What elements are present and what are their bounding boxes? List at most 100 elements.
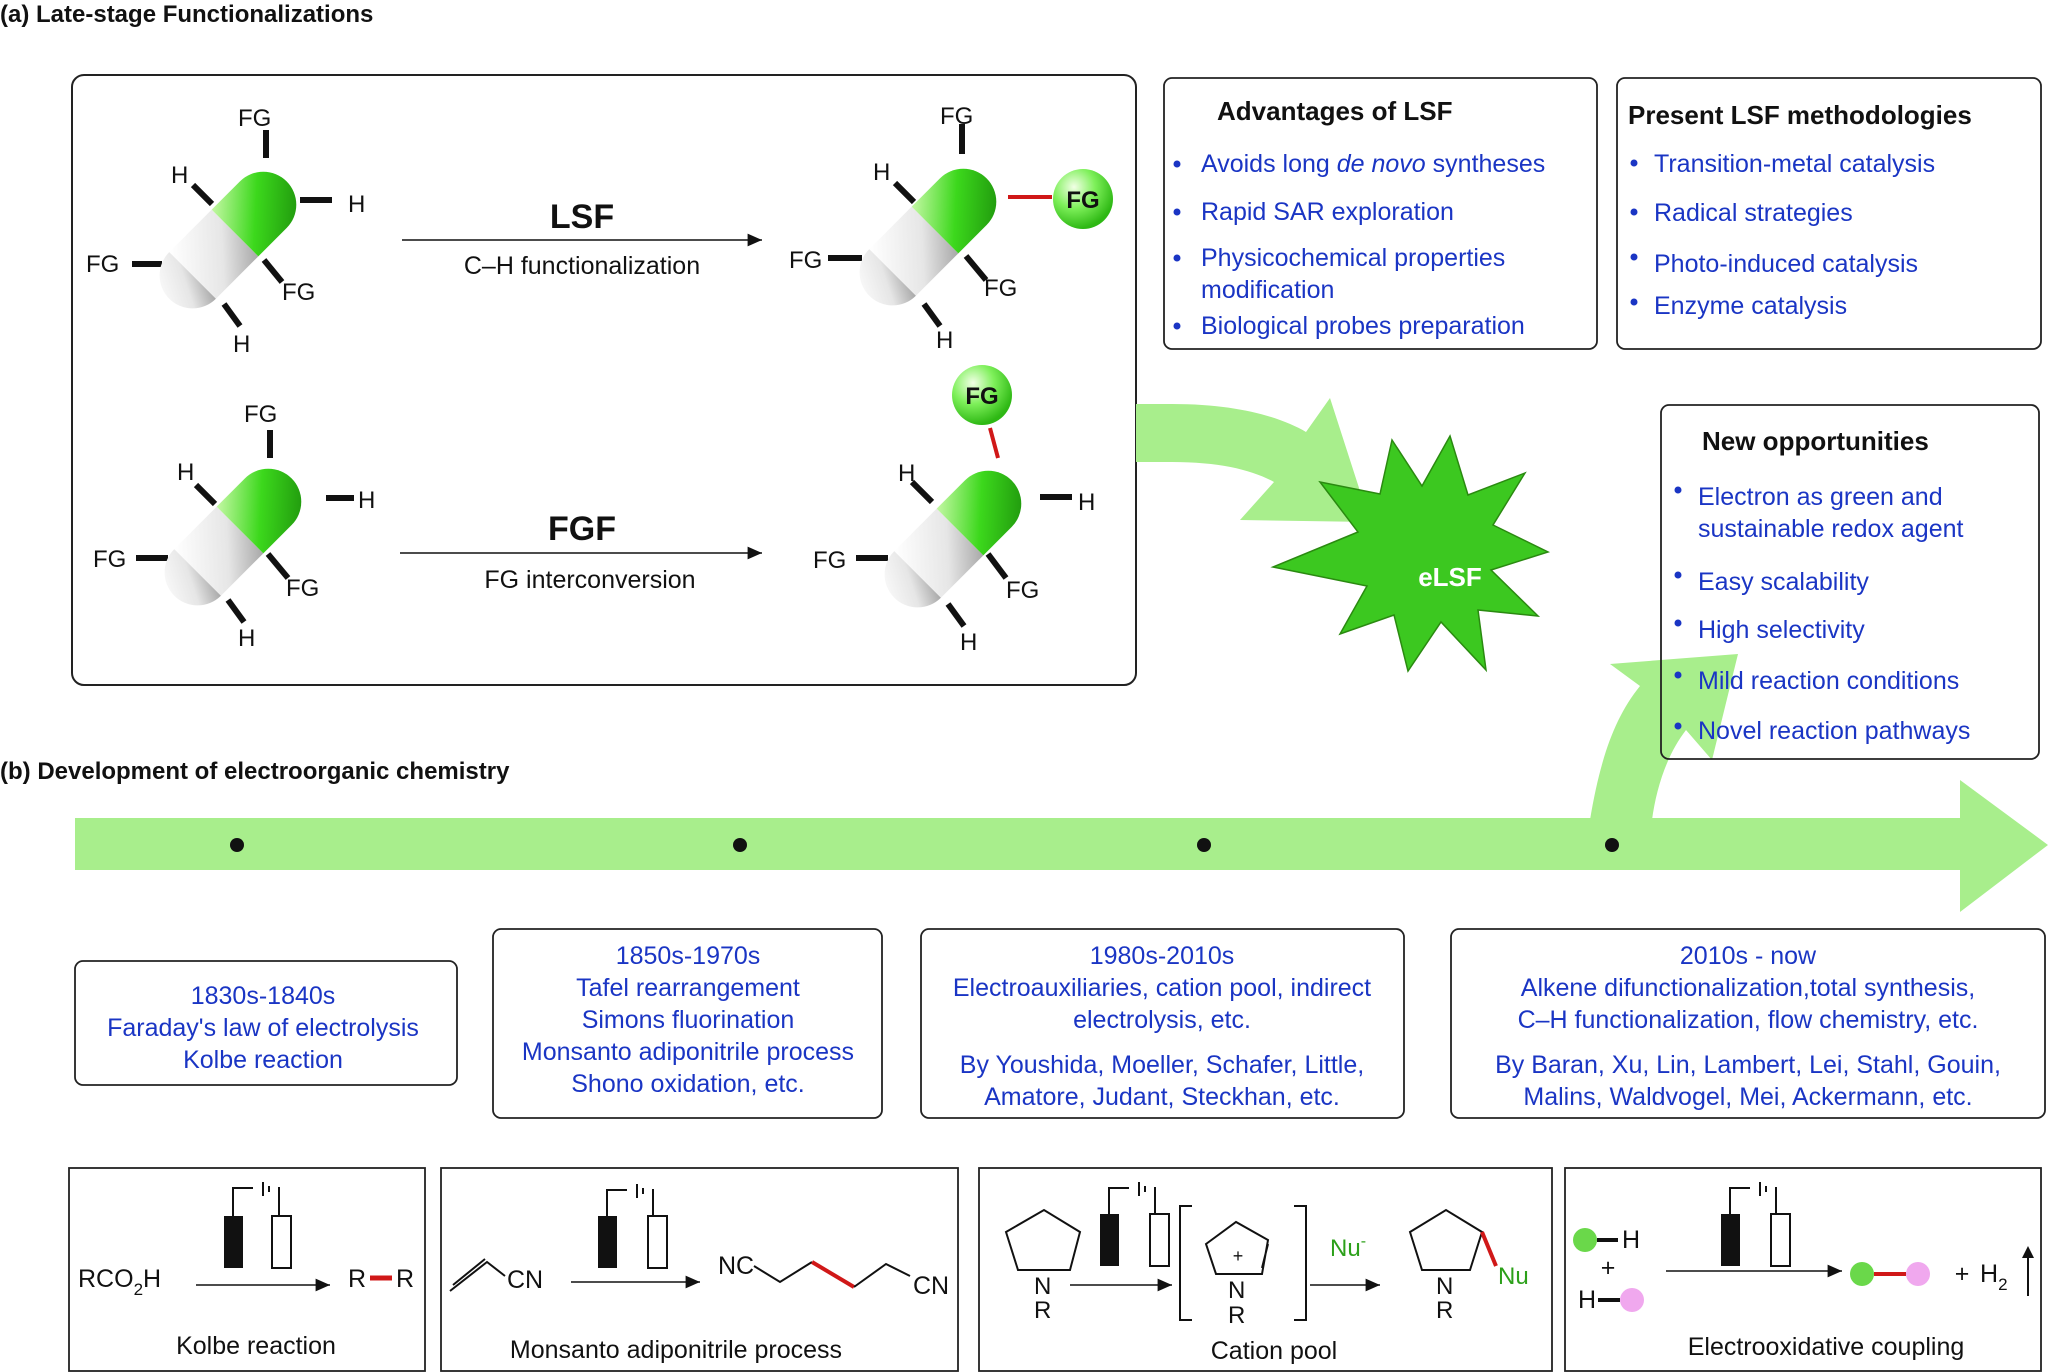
advantage-item: Physicochemical properties <box>1201 244 1505 272</box>
reaction-caption: Electrooxidative coupling <box>1688 1333 1965 1361</box>
fg-label: FG <box>789 247 822 274</box>
capsule-molecule <box>828 124 1113 328</box>
era-line: Tafel rearrangement <box>576 974 800 1002</box>
adiponitrile-chain <box>753 1261 813 1284</box>
fg-label: FG <box>286 575 319 602</box>
advantages-title: Advantages of LSF <box>1217 96 1452 126</box>
era-box <box>74 960 458 1086</box>
nu-reagent: Nu- <box>1330 1233 1366 1262</box>
methodology-item: Enzyme catalysis <box>1654 292 1847 320</box>
era-line: Malins, Waldvogel, Mei, Ackermann, etc. <box>1523 1083 1972 1111</box>
nc-label: NC <box>718 1252 754 1280</box>
advantage-item: Biological probes preparation <box>1201 312 1525 340</box>
kolbe-reactant: RCO2H <box>78 1265 161 1299</box>
lsf-label: LSF <box>550 198 614 236</box>
methodologies-list: Transition-metal catalysis Radical strat… <box>1630 150 1935 320</box>
methodology-item: Photo-induced catalysis <box>1654 250 1918 278</box>
section-a-title: (a) Late-stage Functionalizations <box>0 1 373 28</box>
fg-ball-label: FG <box>1066 187 1099 214</box>
advantages-list: Avoids long de novo syntheses Rapid SAR … <box>1173 150 1545 340</box>
era-period: 1830s-1840s <box>191 982 336 1010</box>
advantages-box <box>1163 77 1598 350</box>
fg-label: FG <box>282 279 315 306</box>
fgf-sub: FG interconversion <box>484 566 695 594</box>
fg-label: FG <box>244 401 277 428</box>
timeline-dot <box>1605 838 1619 852</box>
opportunity-item: Electron as green and <box>1698 483 1943 511</box>
capsule-molecule <box>136 430 354 624</box>
adiponitrile-bond <box>810 1260 856 1289</box>
era-line: C–H functionalization, flow chemistry, e… <box>1518 1006 1979 1034</box>
fg-label: FG <box>813 547 846 574</box>
era-line: Faraday's law of electrolysis <box>107 1014 419 1042</box>
fg-ball-label: FG <box>965 383 998 410</box>
h-label: H <box>358 487 375 514</box>
timeline-dot <box>733 838 747 852</box>
flow-arrow <box>1590 654 1738 820</box>
electrolysis-cell-icon <box>598 1184 668 1269</box>
gas-evolution-arrow-icon <box>2022 1246 2034 1296</box>
fg-label: FG <box>86 251 119 278</box>
h-label: H <box>348 191 365 218</box>
h2-label: H2 <box>1980 1260 2008 1294</box>
era-line: By Baran, Xu, Lin, Lambert, Lei, Stahl, … <box>1495 1051 2001 1079</box>
methodologies-title: Present LSF methodologies <box>1628 100 1972 130</box>
n-label: N <box>1228 1277 1245 1304</box>
h-label: H <box>238 625 255 652</box>
nu-label: Nu <box>1498 1263 1529 1290</box>
section-b-title: (b) Development of electroorganic chemis… <box>0 758 510 785</box>
flow-arrow <box>1136 398 1370 522</box>
h-label: H <box>960 629 977 656</box>
h-label: H <box>177 459 194 486</box>
green-fragment-icon <box>1573 1228 1597 1252</box>
reaction-caption: Monsanto adiponitrile process <box>510 1336 842 1364</box>
fg-label: FG <box>238 105 271 132</box>
green-fragment-icon <box>1850 1262 1874 1286</box>
timeline-dot <box>1197 838 1211 852</box>
h-label: H <box>936 327 953 354</box>
reaction-panel-kolbe <box>68 1167 426 1372</box>
era-line: Electroauxiliaries, cation pool, indirec… <box>953 974 1371 1002</box>
reaction-panel-monsanto <box>440 1167 959 1372</box>
era-box <box>920 928 1405 1119</box>
electrolysis-cell-icon <box>1721 1182 1791 1267</box>
fg-label: FG <box>93 546 126 573</box>
product-ring <box>1408 1208 1484 1271</box>
elsf-star <box>1270 434 1551 673</box>
n-label: N <box>1436 1273 1453 1300</box>
reaction-caption: Cation pool <box>1211 1337 1337 1365</box>
fg-label: FG <box>940 103 973 130</box>
timeline-arrow <box>75 780 2048 912</box>
era-box <box>492 928 883 1119</box>
r-label: R <box>1436 1297 1453 1324</box>
era-line: Monsanto adiponitrile process <box>522 1038 854 1066</box>
methodologies-box <box>1616 77 2042 350</box>
r-label: R <box>1034 1297 1051 1324</box>
h-label: H <box>171 162 188 189</box>
h-label: H <box>1078 489 1095 516</box>
cn-label: CN <box>913 1272 949 1300</box>
era-period: 1980s-2010s <box>1090 942 1235 970</box>
era-line: Shono oxidation, etc. <box>571 1070 805 1098</box>
opportunity-item: Mild reaction conditions <box>1698 667 1959 695</box>
opportunity-item: Easy scalability <box>1698 568 1869 596</box>
pink-fragment-icon <box>1620 1288 1644 1312</box>
plus-label: + <box>1233 1246 1244 1266</box>
adiponitrile-chain <box>853 1262 911 1288</box>
reaction-panel-coupling <box>1564 1167 2042 1372</box>
era-period: 2010s - now <box>1680 942 1817 970</box>
kolbe-product: R <box>348 1265 366 1293</box>
plus-label: + <box>1955 1260 1970 1288</box>
cn-label: CN <box>507 1266 543 1294</box>
methodology-item: Radical strategies <box>1654 199 1853 227</box>
opportunities-box <box>1660 404 2040 760</box>
n-label: N <box>1034 1273 1051 1300</box>
era-line: Amatore, Judant, Steckhan, etc. <box>984 1083 1340 1111</box>
opportunity-item: High selectivity <box>1698 616 1865 644</box>
scheme-frame <box>71 74 1137 686</box>
iminium-ring <box>1204 1220 1270 1275</box>
reaction-panel-cation-pool <box>978 1167 1553 1372</box>
advantage-item: Rapid SAR exploration <box>1201 198 1454 226</box>
lsf-sub: C–H functionalization <box>464 252 700 280</box>
